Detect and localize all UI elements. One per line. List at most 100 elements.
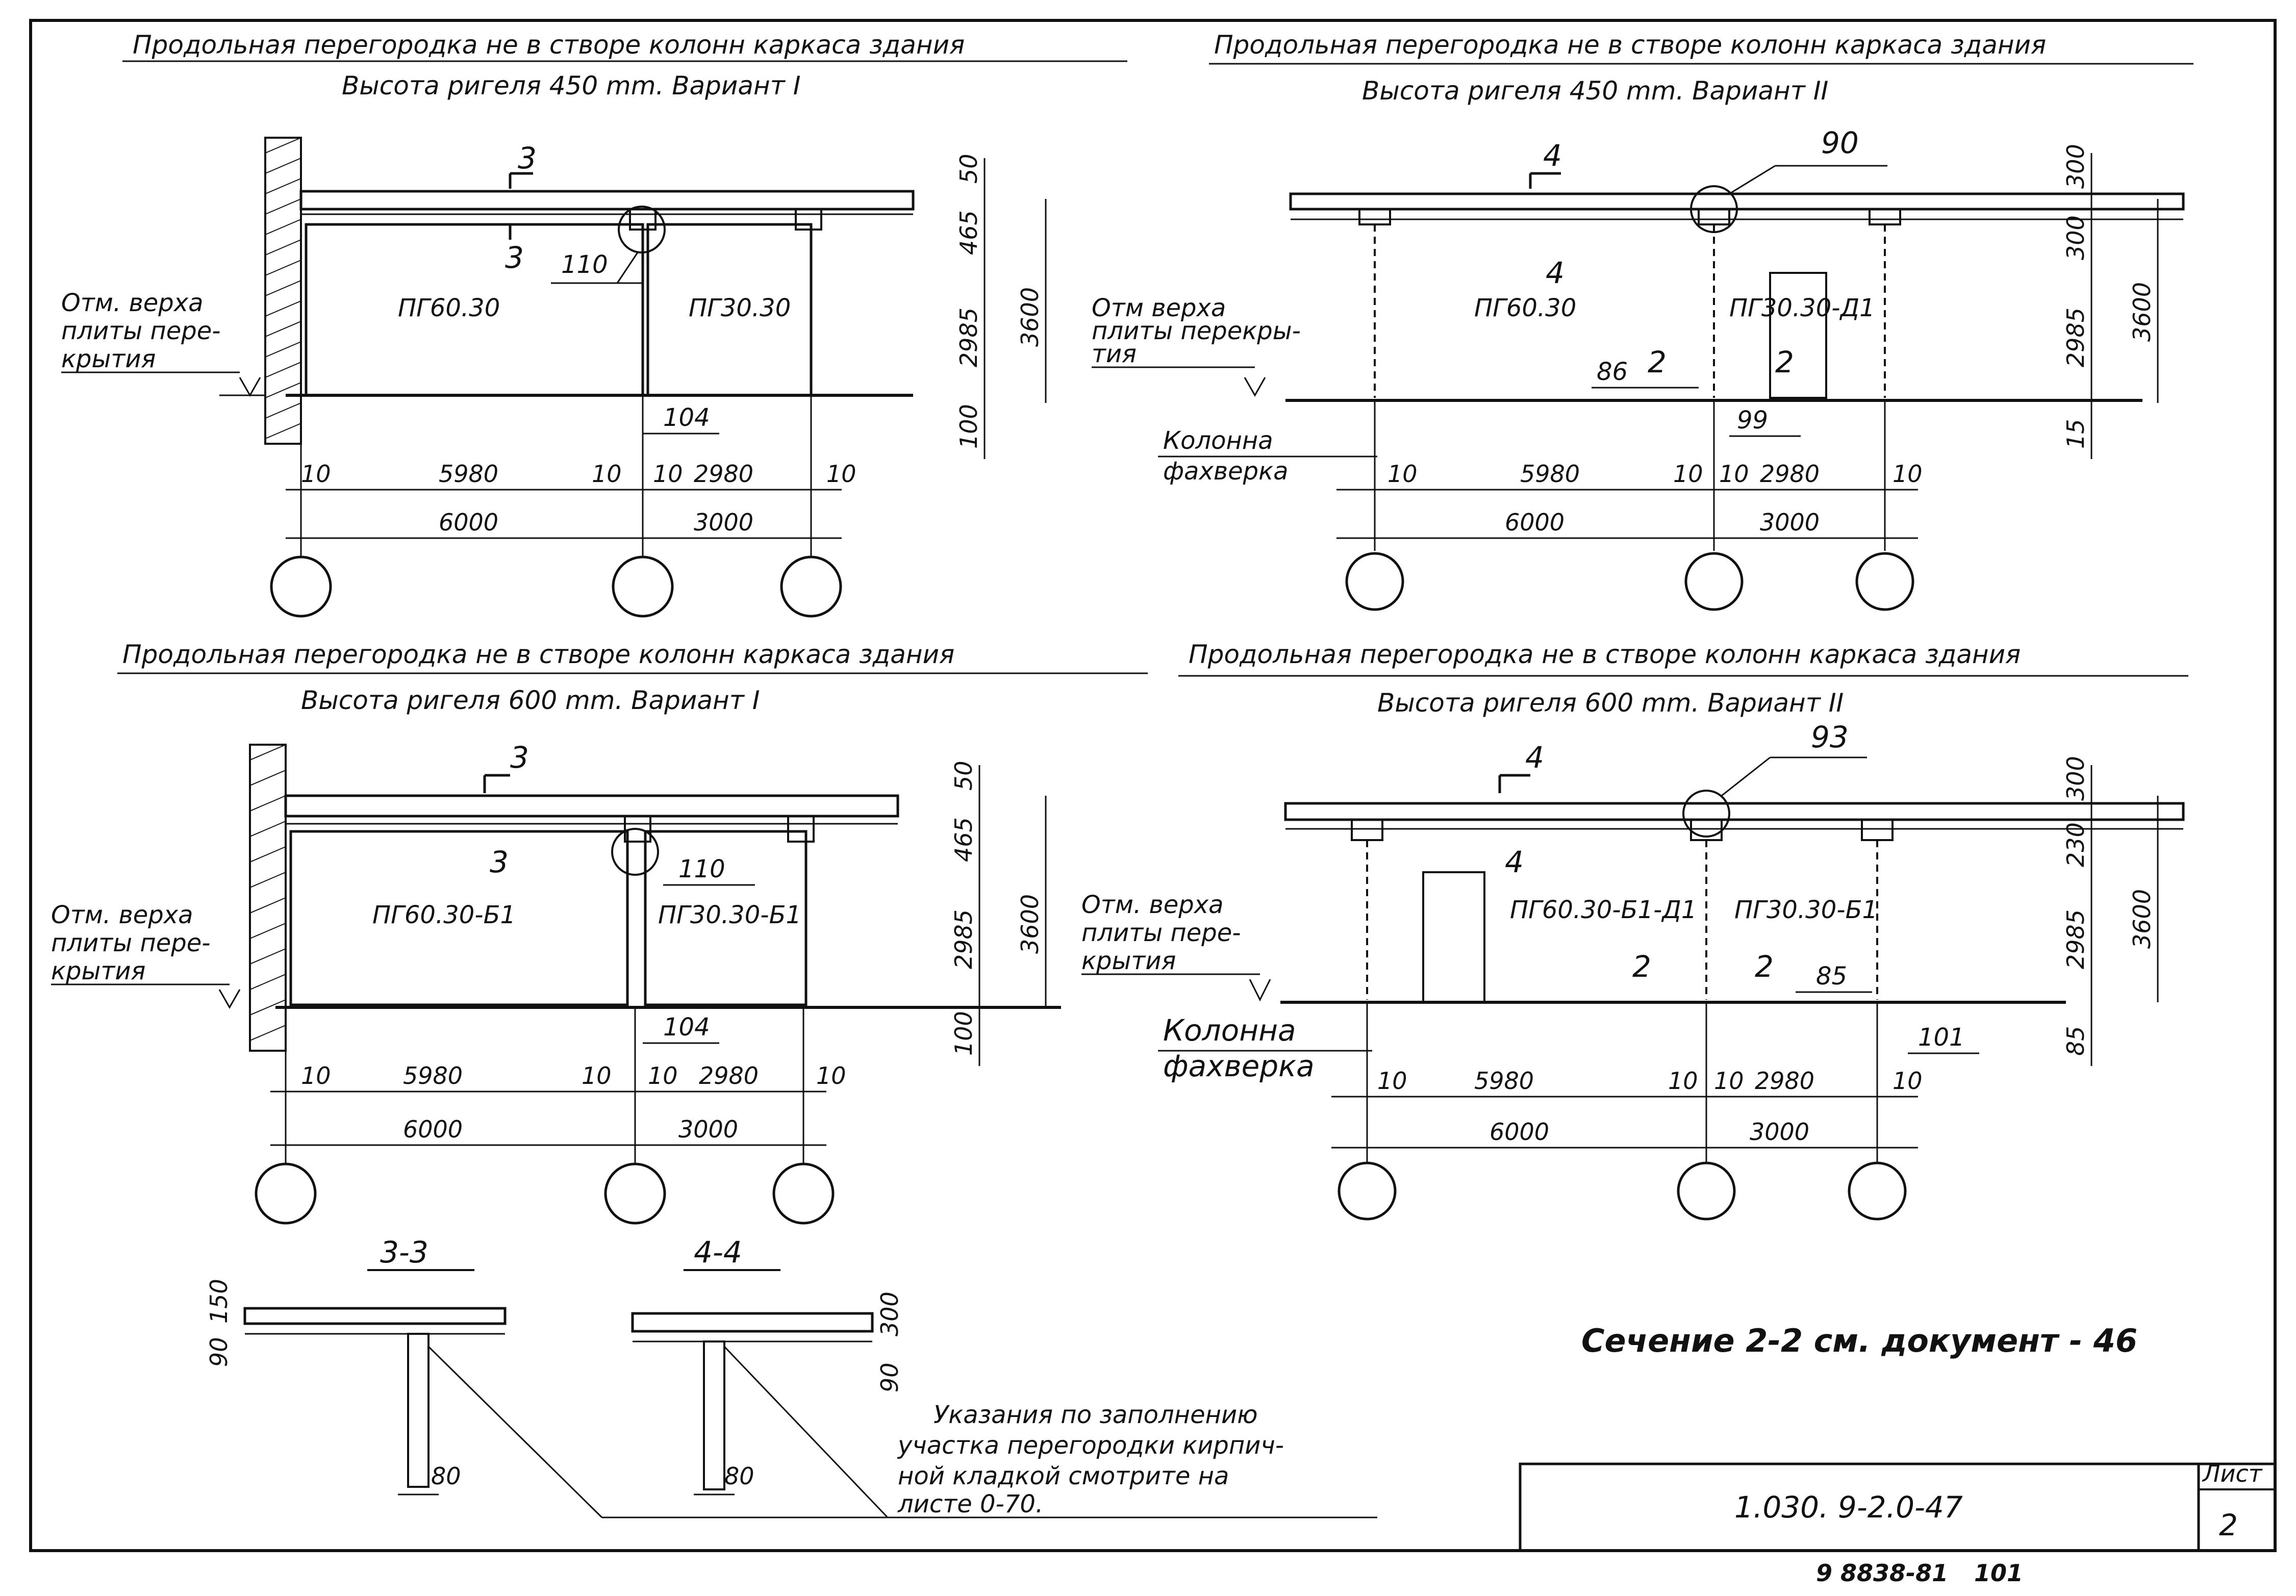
dim-10: 10 <box>301 1062 331 1090</box>
title-bottom-right-2: Высота ригеля 600 mm. Вариант II <box>1377 688 1844 718</box>
level-label: крытия <box>1081 947 1176 975</box>
door-opening <box>1422 871 1485 1003</box>
girder <box>1861 819 1894 841</box>
node-callout-circle <box>618 206 666 254</box>
axis-bubble <box>270 555 332 618</box>
floor-slab <box>284 794 899 818</box>
level-label: Отм. верха <box>61 289 204 317</box>
axis-bubble <box>1677 1161 1736 1221</box>
girder <box>795 208 822 231</box>
level-label: крытия <box>61 345 156 373</box>
dim-85: 85 <box>2062 1026 2089 1056</box>
dim-90: 90 <box>876 1362 903 1392</box>
section-mark-4: 4 <box>1546 256 1565 290</box>
section-mark-3: 3 <box>510 740 529 775</box>
node-callout-circle <box>1682 790 1730 838</box>
girder <box>1869 208 1901 225</box>
leader <box>1729 165 1776 195</box>
dim-230: 230 <box>2062 822 2089 867</box>
wall-hatch <box>249 744 286 1041</box>
section-mark-3: 3 <box>518 141 537 175</box>
level-arrow <box>1244 377 1266 397</box>
document-code: 1.030. 9-2.0-47 <box>1734 1490 1963 1525</box>
panel-label: ПГ60.30-Б1-Д1 <box>1510 896 1697 924</box>
dim-465: 465 <box>955 210 982 255</box>
dim-6000: 6000 <box>1490 1118 1549 1146</box>
level-label: тия <box>1092 340 1137 368</box>
level-label: крытия <box>51 957 145 985</box>
stamp-frame <box>1519 1462 2277 1552</box>
callout-90: 90 <box>1821 125 1859 160</box>
section-mark-2: 2 <box>1755 949 1774 984</box>
level-arrow <box>239 377 261 397</box>
dim-3000: 3000 <box>694 509 753 536</box>
dim-3000: 3000 <box>1750 1118 1809 1146</box>
dim-2985: 2985 <box>950 909 977 969</box>
wall <box>264 137 302 445</box>
section-mark-2: 2 <box>1775 345 1794 379</box>
dim-10: 10 <box>1377 1067 1407 1095</box>
dim-10: 10 <box>301 460 331 488</box>
callout-110: 110 <box>678 855 725 883</box>
dim-3600: 3600 <box>2128 889 2156 949</box>
dim-90: 90 <box>205 1337 233 1367</box>
section-3-3: 3-3 80 150 90 <box>205 1235 507 1496</box>
panel-label: ПГ60.30 <box>1474 294 1576 322</box>
dim-2980: 2980 <box>1760 460 1820 488</box>
dim-10: 10 <box>648 1062 678 1090</box>
dim-50: 50 <box>950 761 977 791</box>
section-mark-4: 4 <box>1505 845 1524 879</box>
panel-label: ПГ30.30 <box>689 294 791 322</box>
dim-10: 10 <box>816 1062 846 1090</box>
note-line: участка перегородки кирпич- <box>897 1431 1284 1460</box>
panel-label: ПГ30.30-Д1 <box>1729 294 1875 322</box>
dim-10: 10 <box>1673 460 1703 488</box>
sheet-number: 2 <box>2219 1508 2238 1542</box>
title-bottom-left-2: Высота ригеля 600 mm. Вариант I <box>301 686 760 715</box>
axis-bubble <box>780 555 842 618</box>
girder <box>624 815 651 843</box>
archive-page: 101 <box>1974 1559 2023 1587</box>
dim-465: 465 <box>950 817 977 862</box>
dim-6000: 6000 <box>403 1116 463 1143</box>
dim-5980: 5980 <box>1520 460 1580 488</box>
title-top-right-2: Высота ригеля 450 mm. Вариант II <box>1362 76 1828 106</box>
section-mark-3: 3 <box>490 845 509 879</box>
view-top-left: Продольная перегородка не в створе колон… <box>61 30 1127 618</box>
callout-93: 93 <box>1811 720 1849 754</box>
dim-10: 10 <box>592 460 622 488</box>
dim-15: 15 <box>2062 419 2089 449</box>
dim-3600: 3600 <box>1016 894 1044 954</box>
panel-label: ПГ30.30-Б1 <box>658 901 801 929</box>
floor-slab <box>299 190 915 211</box>
dim-3000: 3000 <box>1760 509 1820 536</box>
section-mark-4: 4 <box>1525 740 1544 775</box>
filling-note: Указания по заполнению участка перегород… <box>897 1401 1284 1518</box>
level-label: плиты пере- <box>61 317 221 345</box>
callout-99: 99 <box>1737 406 1768 435</box>
wall <box>249 744 287 1052</box>
column-label: Колонна <box>1163 1013 1296 1048</box>
level-label: Отм верха <box>1092 294 1226 322</box>
slab-section <box>243 1307 507 1325</box>
dim-300: 300 <box>2062 144 2089 189</box>
view-bottom-right: Продольная перегородка не в створе колон… <box>1081 640 2188 1221</box>
partition-section <box>703 1340 725 1490</box>
callout-104: 104 <box>663 403 710 432</box>
dim-10: 10 <box>1668 1067 1698 1095</box>
dim-10: 10 <box>1719 460 1749 488</box>
slab-section <box>631 1312 874 1333</box>
axis-bubble <box>772 1162 835 1225</box>
leader <box>1721 756 1771 797</box>
dim-3000: 3000 <box>678 1116 738 1143</box>
sheet-border <box>29 19 2277 1552</box>
callout-110: 110 <box>561 250 608 279</box>
dim-10: 10 <box>1893 460 1923 488</box>
dim-2980: 2980 <box>694 460 753 488</box>
view-bottom-left: Продольная перегородка не в створе колон… <box>51 640 1148 1225</box>
note-leader <box>723 1346 889 1518</box>
dim-150: 150 <box>205 1279 233 1324</box>
dim-300: 300 <box>876 1291 903 1336</box>
